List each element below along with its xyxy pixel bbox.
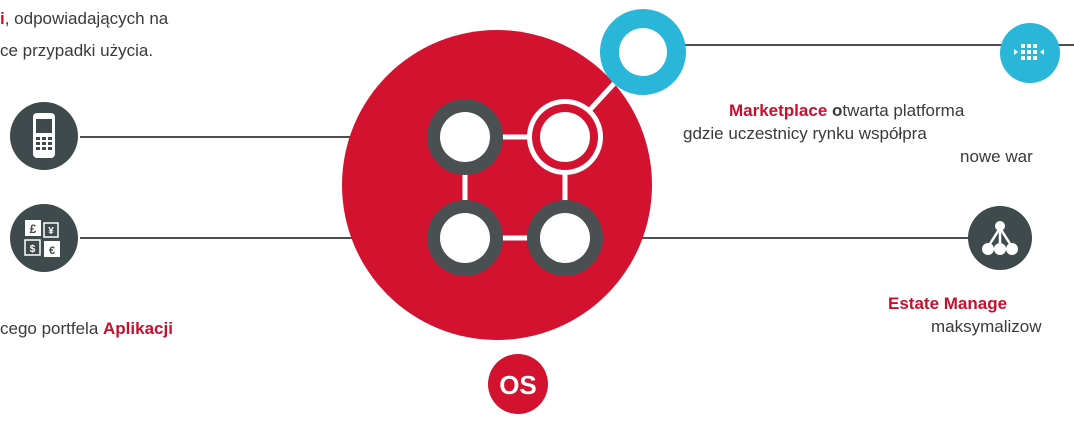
left-bottom-plain: cego portfela bbox=[0, 319, 104, 338]
svg-text:$: $ bbox=[30, 244, 36, 255]
apps-grid-icon bbox=[1000, 23, 1060, 83]
central-red-disc bbox=[342, 30, 652, 340]
left-top-accent: i bbox=[0, 9, 5, 28]
blue-satellite-node bbox=[600, 9, 686, 95]
node-top-left bbox=[427, 99, 503, 175]
marketplace-bold-letter: o bbox=[827, 101, 843, 120]
node-bottom-left bbox=[427, 200, 503, 276]
node-bottom-right bbox=[527, 200, 603, 276]
left-top-rest: , odpowiadających na bbox=[4, 9, 169, 28]
estate-accent: Estate Manage bbox=[888, 294, 1008, 313]
marketplace-accent: Marketplace bbox=[729, 101, 828, 120]
left-bottom-accent: Aplikacji bbox=[103, 319, 173, 338]
estate-caption-line2: maksymalizow bbox=[931, 317, 1042, 336]
marketplace-caption-line1: Marketplace otwarta platforma bbox=[729, 100, 964, 122]
os-logo-text: OS bbox=[499, 370, 537, 400]
mobile-terminal-icon bbox=[10, 102, 78, 170]
left-top-caption-line1: i, odpowiadających na bbox=[0, 8, 168, 30]
svg-text:£: £ bbox=[30, 222, 37, 236]
marketplace-rest: twarta platforma bbox=[842, 101, 965, 120]
node-top-right bbox=[527, 99, 603, 175]
left-bottom-caption: cego portfela Aplikacji bbox=[0, 318, 173, 340]
currency-icon: £ ¥ $ € bbox=[10, 204, 78, 272]
network-hierarchy-icon bbox=[968, 206, 1032, 270]
marketplace-caption-line3: nowe war bbox=[960, 147, 1033, 166]
svg-text:€: € bbox=[49, 245, 55, 257]
marketplace-caption-line2: gdzie uczestnicy rynku współpra bbox=[683, 124, 927, 143]
estate-caption-line1: Estate Manage bbox=[888, 293, 1007, 315]
left-top-caption-line2: ce przypadki użycia. bbox=[0, 41, 154, 60]
svg-text:¥: ¥ bbox=[48, 226, 54, 237]
os-logo: OS bbox=[488, 354, 548, 414]
